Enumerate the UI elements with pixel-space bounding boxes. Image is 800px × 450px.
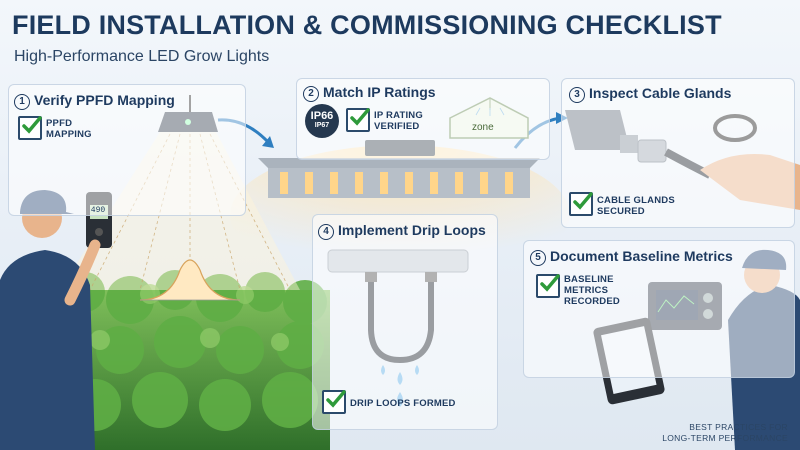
step-3-label: Inspect Cable Glands [589,85,732,101]
panel-step-2 [296,78,550,160]
step-4-number: 4 [318,224,334,240]
step-2-check-icon [346,108,370,132]
page-subtitle: High-Performance LED Grow Lights [14,48,270,65]
panel-step-5 [523,240,795,378]
ip-rating-badge: IP66 IP67 [305,104,339,138]
zone-label: zone [472,122,494,133]
step-5-check-icon [536,274,560,298]
step-3-check-icon [569,192,593,216]
step-4-check-label: DRIP LOOPS FORMED [350,398,456,409]
page-title: FIELD INSTALLATION & COMMISSIONING CHECK… [12,10,722,40]
step-1-check-icon [18,116,42,140]
panel-step-3 [561,78,795,228]
step-5-number: 5 [530,250,546,266]
ppfd-curve [139,259,241,301]
step-2-label: Match IP Ratings [323,84,436,100]
step-1-label: Verify PPFD Mapping [34,92,175,108]
panel-step-1 [8,84,246,216]
step-1-number: 1 [14,94,30,110]
step-4-check-icon [322,390,346,414]
step-3-number: 3 [569,87,585,103]
meter-readout: 490 [90,206,106,215]
step-5-label: Document Baseline Metrics [550,248,733,264]
step-4-label: Implement Drip Loops [338,222,486,238]
step-2-number: 2 [303,86,319,102]
